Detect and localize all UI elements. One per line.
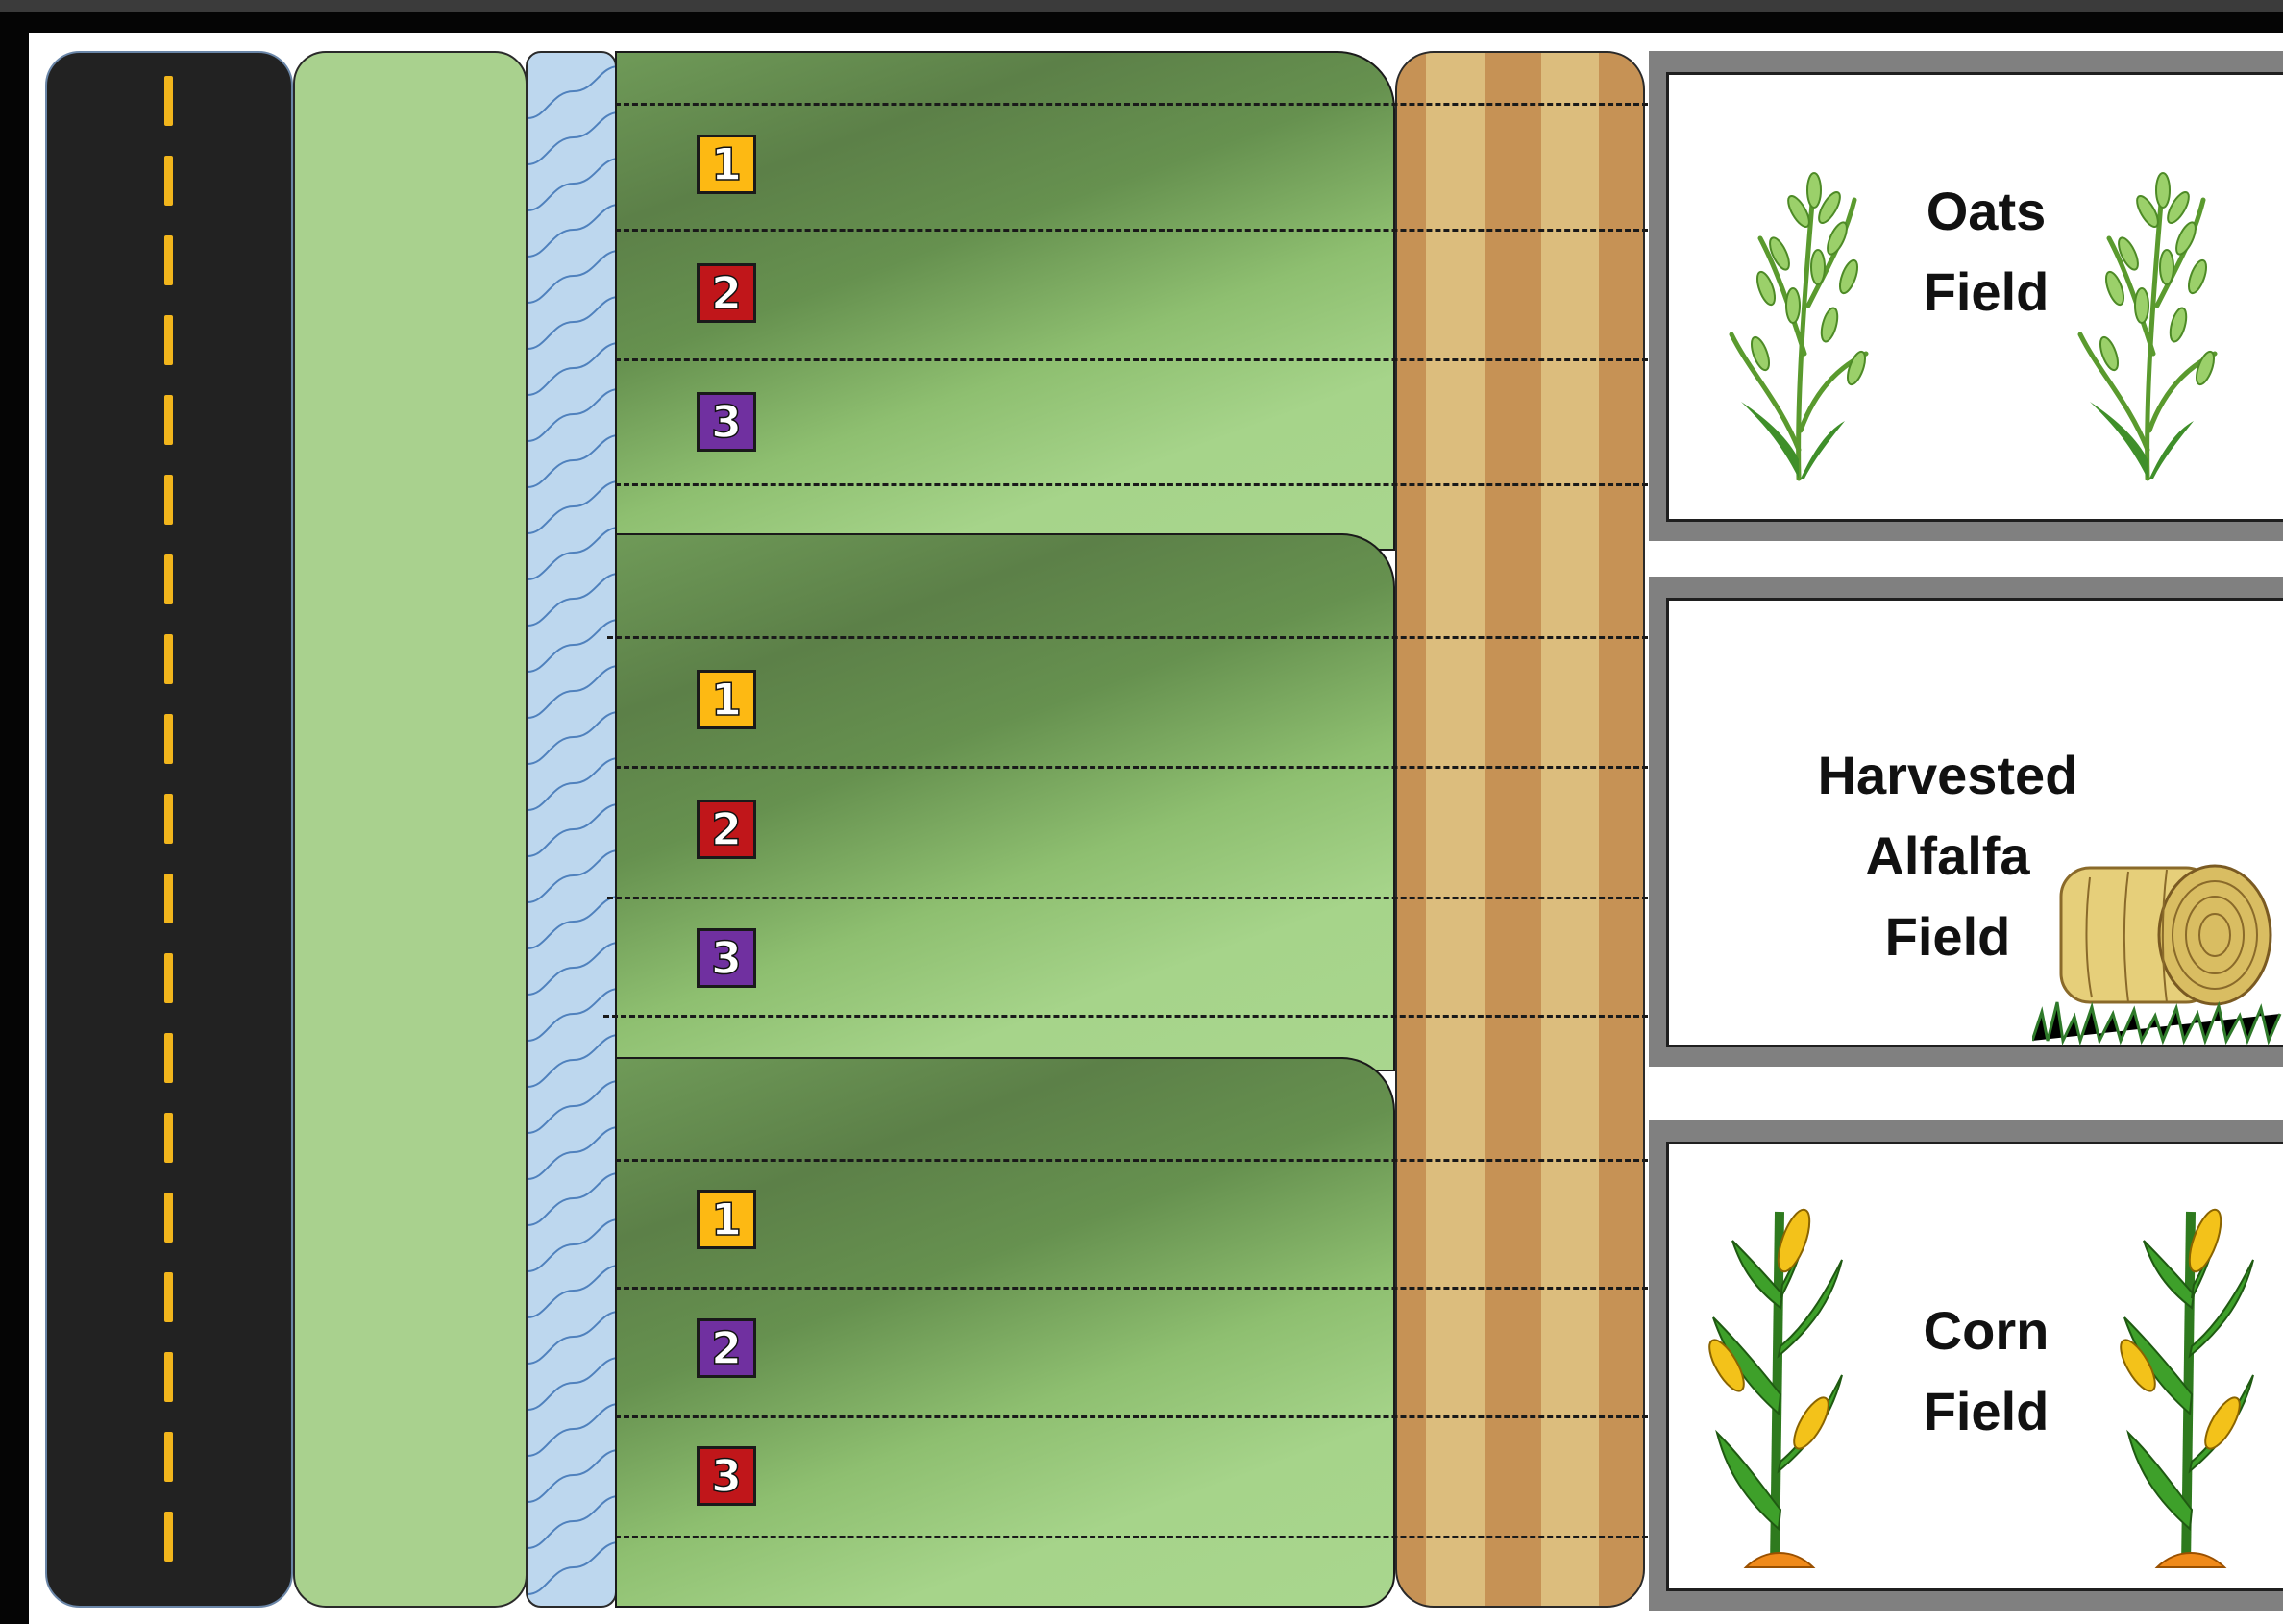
plot-2-row-1-marker: 1 — [697, 670, 756, 729]
plot-2-row-2-marker: 2 — [697, 800, 756, 859]
row-divider — [615, 1287, 1648, 1290]
plot-3-row-1-marker: 1 — [697, 1190, 756, 1249]
frame-top-border-inner — [0, 12, 2283, 33]
road-center-dash — [164, 953, 173, 1003]
water-wave — [528, 205, 617, 257]
water-wave — [528, 1127, 617, 1179]
corn-plant-icon — [2099, 1183, 2272, 1577]
plot-1-row-1-marker: 1 — [697, 135, 756, 194]
road-center-dash — [164, 714, 173, 764]
row-divider — [603, 1015, 1648, 1018]
road-center-dash — [164, 395, 173, 445]
alfalfa-field-card: Harvested Alfalfa Field — [1649, 577, 2283, 1067]
water-wave — [528, 943, 617, 995]
road-center-dash — [164, 1352, 173, 1402]
plot-1-row-2-marker: 2 — [697, 263, 756, 323]
plot-3-row-2-marker: 2 — [697, 1318, 756, 1378]
corn-label-line-1: Corn — [1890, 1291, 2082, 1371]
corn-field-card: Corn Field — [1649, 1120, 2283, 1611]
water-wave — [528, 666, 617, 718]
oats-field-panel: Oats Field — [1666, 72, 2283, 522]
water-wave — [528, 1542, 617, 1594]
water-wave — [528, 528, 617, 579]
water-wave — [528, 435, 617, 487]
grass-strip — [293, 51, 528, 1608]
row-divider — [607, 897, 1648, 899]
oats-label-line-2: Field — [1890, 252, 2082, 332]
water-wave — [528, 66, 617, 118]
water-wave — [528, 712, 617, 764]
water-wave — [528, 897, 617, 948]
water-wave — [528, 343, 617, 395]
row-divider — [615, 1536, 1648, 1538]
buffer-strip — [1395, 51, 1645, 1608]
water-wave — [528, 251, 617, 303]
hay-bale-icon — [2032, 810, 2282, 1050]
oat-plant-icon — [2071, 161, 2224, 488]
row-divider — [615, 1415, 1648, 1418]
row-divider — [615, 483, 1648, 486]
row-divider — [615, 358, 1648, 361]
road-center-dash — [164, 156, 173, 206]
oats-label-line-1: Oats — [1890, 171, 2082, 252]
water-wave — [528, 1450, 617, 1502]
water-wave — [528, 389, 617, 441]
road-center-dash — [164, 794, 173, 844]
water-waves — [528, 53, 617, 1608]
road-center-dash — [164, 76, 173, 126]
road-center-dash — [164, 1432, 173, 1482]
water-wave — [528, 481, 617, 533]
road-center-dash — [164, 315, 173, 365]
water-wave — [528, 1266, 617, 1317]
plot-3-row-3-marker: 3 — [697, 1446, 756, 1506]
road-center-dash — [164, 1272, 173, 1322]
water-wave — [528, 1404, 617, 1456]
road-center-dash — [164, 634, 173, 684]
road-center-dash — [164, 475, 173, 525]
corn-field-panel: Corn Field — [1666, 1142, 2283, 1591]
water-wave — [528, 758, 617, 810]
water-wave — [528, 1312, 617, 1364]
corn-field-label: Corn Field — [1890, 1291, 2082, 1452]
row-divider — [615, 766, 1648, 769]
water-wave — [528, 850, 617, 902]
water-wave — [528, 1081, 617, 1133]
water-wave — [528, 1358, 617, 1410]
corn-label-line-2: Field — [1890, 1371, 2082, 1452]
water-wave — [528, 159, 617, 210]
water-wave — [528, 297, 617, 349]
water-wave — [528, 1035, 617, 1087]
oats-field-card: Oats Field — [1649, 51, 2283, 541]
road-center-dash — [164, 1033, 173, 1083]
road-center-dash — [164, 235, 173, 285]
oats-field-label: Oats Field — [1890, 171, 2082, 332]
road-center-dash — [164, 1193, 173, 1243]
plot-1-row-3-marker: 3 — [697, 392, 756, 452]
water-wave — [528, 112, 617, 164]
road-center-dash — [164, 1113, 173, 1163]
water-wave — [528, 574, 617, 626]
water-wave — [528, 1219, 617, 1271]
road-center-dash — [164, 1512, 173, 1562]
row-divider — [607, 636, 1648, 639]
row-divider — [615, 103, 1648, 106]
road — [45, 51, 293, 1608]
water-wave — [528, 1173, 617, 1225]
alfalfa-field-panel: Harvested Alfalfa Field — [1666, 598, 2283, 1047]
water-wave — [528, 620, 617, 672]
water-stream — [526, 51, 617, 1608]
road-center-dash — [164, 874, 173, 923]
row-divider — [615, 229, 1648, 232]
plot-2-row-3-marker: 3 — [697, 928, 756, 988]
road-center-dash — [164, 554, 173, 604]
oat-plant-icon — [1722, 161, 1876, 488]
water-wave — [528, 804, 617, 856]
corn-plant-icon — [1688, 1183, 1861, 1577]
row-divider — [615, 1159, 1648, 1162]
water-wave — [528, 1496, 617, 1548]
frame-left-border — [0, 12, 29, 1624]
alfalfa-label-line-1: Harvested — [1813, 735, 2082, 816]
